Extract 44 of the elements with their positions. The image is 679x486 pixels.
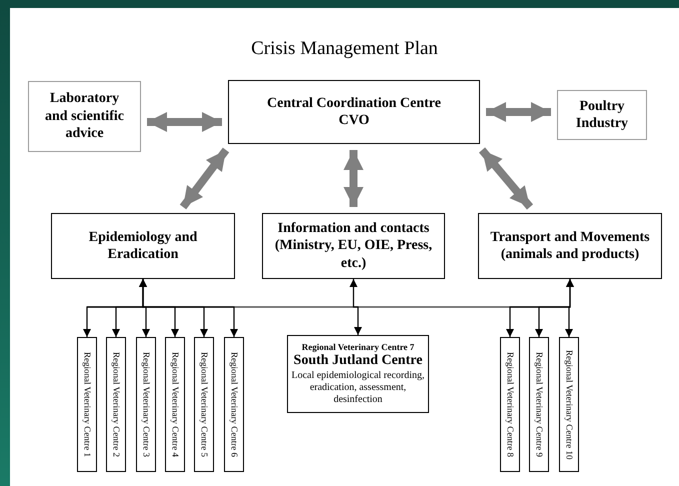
box-subtitle: CVO — [338, 112, 370, 130]
vertical-label: Regional Veterinary Centre 6 — [228, 352, 240, 458]
vertical-label: Regional Veterinary Centre 2 — [110, 352, 122, 458]
process-box — [228, 80, 480, 144]
connector-arrow — [565, 279, 574, 337]
box-description: Local epidemiological recording, eradication, assessment, desinfection — [290, 370, 426, 406]
vertical-label: Regional Veterinary Centre 8 — [504, 352, 516, 458]
box-label: Information and contacts (Ministry, EU, OIE, Press, etc.) — [274, 220, 434, 272]
centre-box — [165, 337, 185, 472]
process-box — [262, 213, 445, 279]
process-box — [478, 213, 662, 279]
process-box — [28, 81, 141, 152]
box-label: Laboratory and scientific advice — [44, 90, 125, 143]
double-arrow — [486, 102, 551, 122]
centre-box — [77, 337, 97, 472]
centre-box — [500, 337, 520, 472]
box-heading: South Jutland Centre — [292, 353, 424, 370]
double-arrow — [344, 150, 364, 207]
box-label: Poultry Industry — [574, 98, 630, 132]
box-label: Central Coordination Centre — [266, 94, 442, 112]
process-box — [287, 335, 429, 413]
centre-box — [136, 337, 156, 472]
double-arrow — [147, 112, 222, 132]
centre-box — [106, 337, 126, 472]
centre-box — [559, 337, 579, 472]
vertical-label: Regional Veterinary Centre 4 — [170, 352, 181, 458]
vertical-label: Regional Veterinary Centre 1 — [82, 352, 93, 458]
vertical-label: Regional Veterinary Centre 5 — [198, 352, 210, 458]
vertical-label: Regional Veterinary Centre 10 — [564, 350, 575, 460]
connector-arrow — [350, 279, 362, 335]
vertical-label: Regional Veterinary Centre 3 — [140, 352, 152, 458]
double-arrow — [478, 147, 534, 210]
box-subtitle: Regional Veterinary Centre 7 — [300, 342, 416, 353]
vertical-label: Regional Veterinary Centre 9 — [534, 352, 545, 458]
double-arrow — [180, 148, 230, 210]
diagram-title: Crisis Management Plan — [250, 38, 439, 60]
box-label: Transport and Movements (animals and products) — [489, 228, 651, 264]
centre-box — [529, 337, 549, 472]
process-box — [557, 90, 647, 140]
process-box — [51, 213, 235, 279]
centre-box — [194, 337, 214, 472]
box-label: Epidemiology and Eradication — [88, 228, 198, 264]
centre-box — [224, 337, 244, 472]
connector-arrow — [139, 279, 238, 337]
